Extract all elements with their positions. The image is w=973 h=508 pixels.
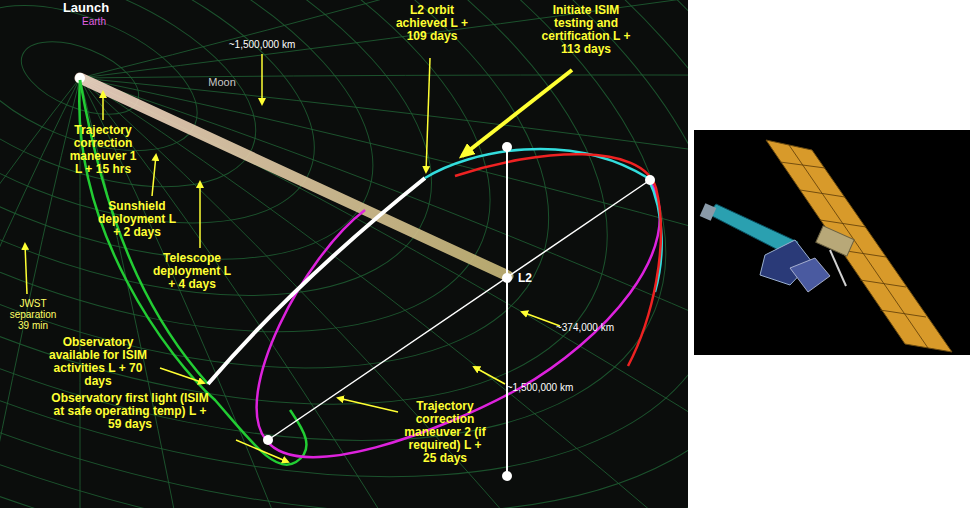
grid-line — [0, 0, 688, 508]
grid-line — [0, 78, 80, 508]
coordinate-grid — [0, 0, 688, 508]
grid-line — [0, 0, 688, 508]
milestone-label: Observatory available for ISIM activitie… — [48, 336, 148, 388]
grid-line — [0, 0, 688, 508]
grid-line — [80, 0, 688, 78]
grid-line — [80, 78, 688, 198]
axis-dot — [502, 471, 512, 481]
launch-label: Launch — [63, 1, 109, 15]
axis-dot — [502, 142, 512, 152]
leader-lines — [25, 54, 572, 462]
milestone-label: Observatory first light (ISIM at safe op… — [46, 392, 214, 431]
axis-dot — [645, 175, 655, 185]
halo-orbit — [425, 149, 662, 292]
grid-line — [0, 0, 561, 435]
grid-line — [0, 0, 355, 282]
l2-point — [502, 273, 512, 283]
jwst-spacecraft — [700, 140, 952, 352]
milestone-label: Initiate ISIM testing and certification … — [536, 4, 636, 56]
grid-line — [0, 0, 492, 384]
grid-line — [0, 78, 80, 508]
milestone-label: Trajectory correction maneuver 2 (if req… — [403, 400, 487, 465]
grid-line — [80, 75, 688, 78]
body-label: Moon — [208, 76, 236, 88]
body-label: Earth — [82, 16, 106, 27]
grid-line — [0, 0, 688, 508]
axis-dot — [263, 435, 273, 445]
milestone-label: JWST separation 39 min — [4, 298, 62, 331]
distance-label: ~1,500,000 km — [229, 39, 295, 50]
grid-line — [0, 78, 80, 508]
space-background — [0, 0, 688, 508]
milestone-label: Telescope deployment L + 4 days — [152, 252, 232, 291]
milestone-label: Sunshield deployment L + 2 days — [97, 200, 177, 239]
trajectory-segment — [208, 178, 425, 384]
grid-line — [80, 78, 688, 508]
grid-line — [0, 0, 688, 508]
l2-label: L2 — [518, 272, 532, 285]
jwst-inset — [693, 129, 971, 356]
distance-label: ~374,000 km — [556, 322, 614, 333]
earth-l2-distance-bar — [80, 78, 508, 276]
orbit-axis — [506, 147, 508, 476]
grid-line — [80, 78, 688, 508]
grid-line — [0, 0, 688, 508]
milestone-label: L2 orbit achieved L + 109 days — [390, 4, 474, 43]
milestone-label: Trajectory correction maneuver 1 L + 15 … — [66, 124, 140, 176]
grid-line — [80, 78, 688, 437]
grid-line — [80, 78, 688, 508]
distance-label: ~1,500,000 km — [507, 382, 573, 393]
grid-line — [0, 0, 286, 231]
halo-orbit — [455, 154, 661, 366]
